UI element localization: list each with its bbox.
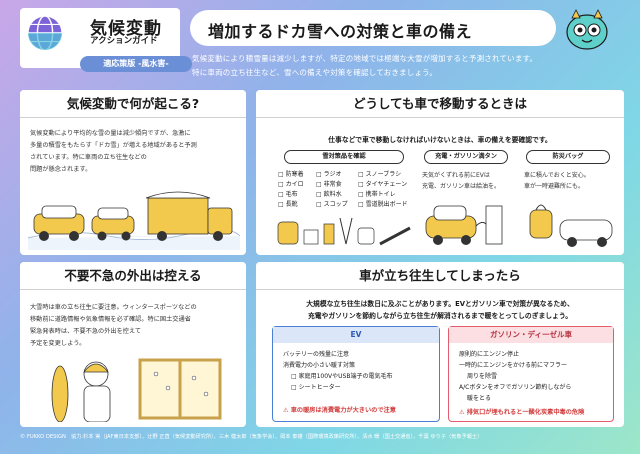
panel-body: 気候変動により平均的な雪の量は減少傾向ですが、急激に 多量の積雪をもたらす「ドカ… <box>30 130 197 173</box>
warning-icon: ⚠ <box>459 409 467 416</box>
charge-fuel-text: 天気がくずれる前にEVは 充電、ガソリン車は給油を。 <box>422 172 501 190</box>
globe-icon <box>27 15 63 51</box>
snowy-cars-illustration <box>28 191 240 250</box>
panel-title: どうしても車で移動するときは <box>256 90 624 118</box>
snow-items-illustration <box>277 217 411 246</box>
logo-title: 気候変動 <box>90 19 162 39</box>
page-title: 増加するドカ雪への対策と車の備え <box>208 22 473 41</box>
title-banner: 増加するドカ雪への対策と車の備え <box>190 10 556 46</box>
snow-items-b: ラジオ 非常食 飲料水 スコップ <box>316 170 348 210</box>
panel-stranded: 車が立ち往生してしまったら 大規模な立ち往生は数日に及ぶことがあります。EVとガ… <box>256 262 624 427</box>
snow-items-c: スノーブラシ タイヤチェーン 携帯トイレ 雪道脱出ボード <box>358 170 408 210</box>
snow-items-a: 防寒着 カイロ 毛布 長靴 <box>278 170 304 210</box>
ev-box-title: EV <box>273 327 439 343</box>
col-head-charge-fuel: 充電・ガソリン満タン <box>424 150 508 164</box>
logo-subtitle: アクションガイド <box>90 36 158 46</box>
col-head-emergency-bag: 防災バッグ <box>526 150 610 164</box>
intro-text: 気候変動により積雪量は減少しますが、特定の地域では極端な大雪が増加すると予測され… <box>192 54 538 77</box>
mascot-icon <box>566 9 608 50</box>
logo-tag: 適応策版 -風水害- <box>80 56 192 72</box>
panel-avoid-going-out: 不要不急の外出は控える 大雪時は車の立ち往生に要注意。ウィンタースポーツなどの … <box>20 262 246 427</box>
window-snow-illustration <box>51 358 222 422</box>
panel-title: 気候変動で何が起こる? <box>20 90 246 118</box>
gas-list: 原則的にエンジン停止 一時的にエンジンをかける前にマフラー 周りを除雪 A/Cボ… <box>459 351 572 402</box>
gas-box-title: ガソリン・ディーゼル車 <box>449 327 613 343</box>
emergency-bag-text: 車に積んでおくと安心。 車が一時避難所にも。 <box>524 172 590 190</box>
gas-warning: ⚠ 排気口が埋もれると一酸化炭素中毒の危険 <box>459 409 585 416</box>
panel-title: 車が立ち往生してしまったら <box>256 262 624 290</box>
ev-charging-illustration <box>425 205 503 245</box>
col-head-snow-items: 雪対策品を確認 <box>284 150 404 164</box>
panel-lead-2: 充電やガソリンを節約しながら立ち往生が解消されるまで暖をとってしのぎましょう。 <box>307 312 573 320</box>
panel-what-happens: 気候変動で何が起こる? 気候変動により平均的な雪の量は減少傾向ですが、急激に 多… <box>20 90 246 255</box>
ev-warning: ⚠ 車の暖房は消費電力が大きいので注意 <box>283 407 396 414</box>
ev-list: バッテリーの残量に注意 消費電力の小さい暖す対策 □ 家庭用100VやUSB端子… <box>283 351 393 391</box>
logo: 気候変動 アクションガイド 適応策版 -風水害- <box>20 8 192 72</box>
panel-title: 不要不急の外出は控える <box>20 262 246 290</box>
warning-icon: ⚠ <box>283 407 291 414</box>
ev-box: EV バッテリーの残量に注意 消費電力の小さい暖す対策 □ 家庭用100VやUS… <box>272 326 440 422</box>
panel-driving-prep: どうしても車で移動するときは 仕事などで車で移動しなければいけないときは、車の備… <box>256 90 624 255</box>
panel-lead-1: 大規模な立ち往生は数日に及ぶことがあります。EVとガソリン車で対策が異なるため、 <box>306 300 574 308</box>
emergency-bag-illustration <box>529 204 613 247</box>
footer-credit: © FUKKO DESIGN 協力:杉本 実（JAF東日本支部）、辻野 正直（気… <box>20 434 483 440</box>
panel-lead: 仕事などで車で移動しなければいけないときは、車の備えを要確認です。 <box>328 136 552 144</box>
gas-box: ガソリン・ディーゼル車 原則的にエンジン停止 一時的にエンジンをかける前にマフラ… <box>448 326 614 422</box>
panel-body: 大雪時は車の立ち往生に要注意。ウィンタースポーツなどの 移動前に道路情報や気象情… <box>30 304 197 347</box>
